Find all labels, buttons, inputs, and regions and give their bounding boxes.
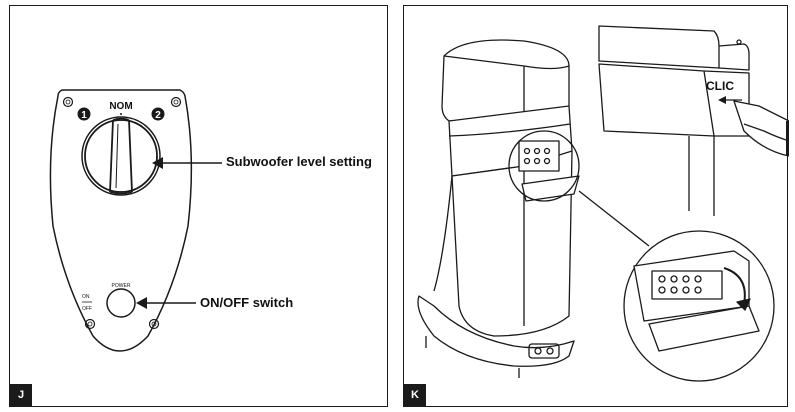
screw-bottom-left xyxy=(84,318,96,330)
on-label: ON xyxy=(82,294,90,300)
zoom-line xyxy=(578,190,650,247)
screw-bottom-right xyxy=(148,318,160,330)
clic-label: CLIC xyxy=(706,79,734,93)
magnifier-small xyxy=(508,130,580,202)
arrow-left-icon xyxy=(136,297,196,309)
zoom-detail xyxy=(623,230,775,382)
panel-j: NOM 1 2 Subwoofer level setting POWER ON xyxy=(9,5,388,407)
subwoofer-level-knob[interactable] xyxy=(81,116,161,196)
svg-text:2: 2 xyxy=(155,110,161,121)
svg-text:1: 1 xyxy=(81,110,87,121)
on-off-switch-callout: ON/OFF switch xyxy=(200,295,293,310)
panel-j-tag: J xyxy=(10,384,32,406)
nom-label: NOM xyxy=(109,101,132,112)
circled-number-2-icon: 2 xyxy=(151,107,165,121)
panel-k: CLIC K xyxy=(403,5,789,407)
speaker-tower xyxy=(417,39,575,378)
arrow-left-icon xyxy=(718,96,742,104)
screw-top-left xyxy=(62,96,74,108)
panel-k-tag: K xyxy=(404,384,426,406)
terminal-door-open xyxy=(648,305,760,352)
off-label: OFF xyxy=(82,306,92,312)
panel-j-drawing: NOM 1 2 Subwoofer level setting POWER ON xyxy=(49,89,372,352)
circled-number-1-icon: 1 xyxy=(77,107,91,121)
panel-k-drawing: CLIC xyxy=(417,25,789,382)
door-closing-detail xyxy=(598,25,789,216)
amplifier-plate xyxy=(49,89,193,352)
power-label: POWER xyxy=(112,283,131,289)
power-switch[interactable] xyxy=(106,288,136,318)
arrow-left-icon xyxy=(152,157,222,169)
subwoofer-level-callout: Subwoofer level setting xyxy=(226,154,372,169)
screw-top-right xyxy=(170,96,182,108)
